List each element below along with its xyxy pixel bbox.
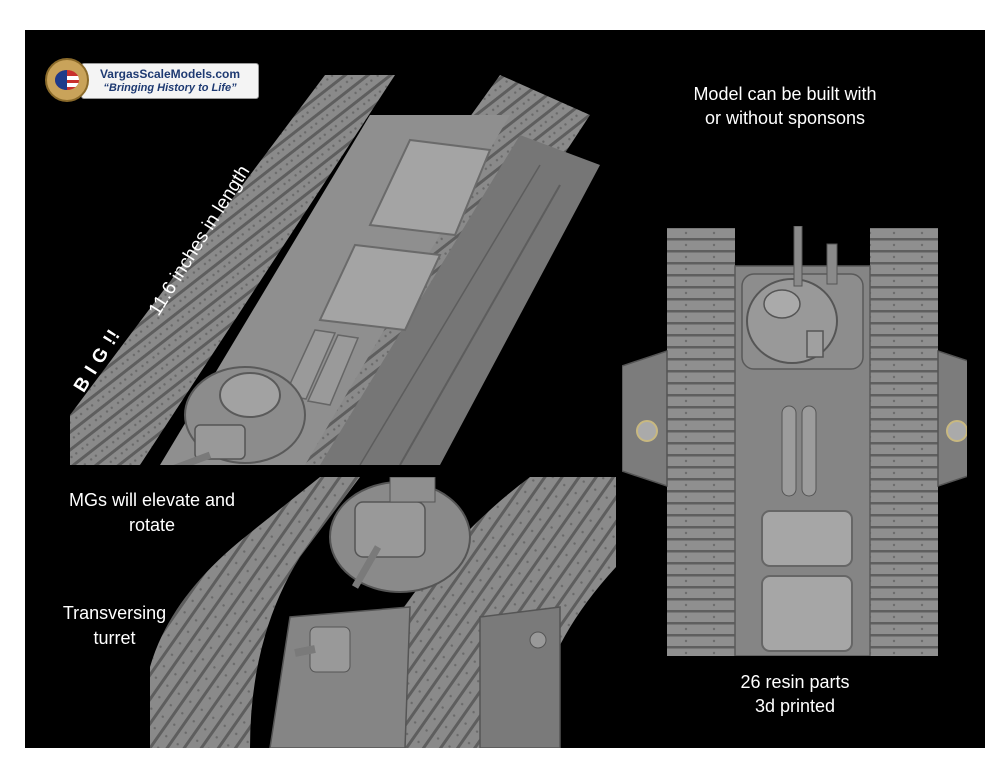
mgs-callout: MGs will elevate and rotate — [47, 488, 257, 538]
mgs-line-2: rotate — [128, 515, 176, 535]
sponsons-callout: Model can be built with or without spons… — [635, 82, 935, 130]
logo-site-name: VargasScaleModels.com — [99, 67, 241, 81]
mgs-line-1: MGs will elevate and — [68, 490, 236, 510]
render-front-view — [150, 477, 616, 748]
tank-render-front — [150, 477, 616, 748]
parts-line-2: 3d printed — [754, 696, 836, 716]
tank-render-iso — [70, 75, 600, 465]
product-sheet: VargasScaleModels.com “Bringing History … — [25, 30, 985, 748]
turret-line-1: Transversing — [62, 603, 167, 623]
logo-tagline: “Bringing History to Life” — [103, 82, 237, 94]
brand-logo[interactable]: VargasScaleModels.com “Bringing History … — [45, 58, 259, 102]
flag-icon — [55, 70, 79, 90]
sponsons-line-2: or without sponsons — [704, 108, 866, 128]
turret-callout: Transversing turret — [37, 601, 192, 651]
tank-render-topdown — [622, 226, 967, 656]
sponsons-line-1: Model can be built with — [693, 84, 877, 104]
render-top-down — [622, 226, 967, 656]
render-top-view-angle — [70, 75, 610, 465]
logo-text-box: VargasScaleModels.com “Bringing History … — [81, 63, 259, 99]
parts-callout: 26 resin parts 3d printed — [645, 670, 945, 718]
logo-seal-icon — [45, 58, 89, 102]
turret-line-2: turret — [93, 628, 136, 648]
parts-line-1: 26 resin parts — [740, 672, 850, 692]
